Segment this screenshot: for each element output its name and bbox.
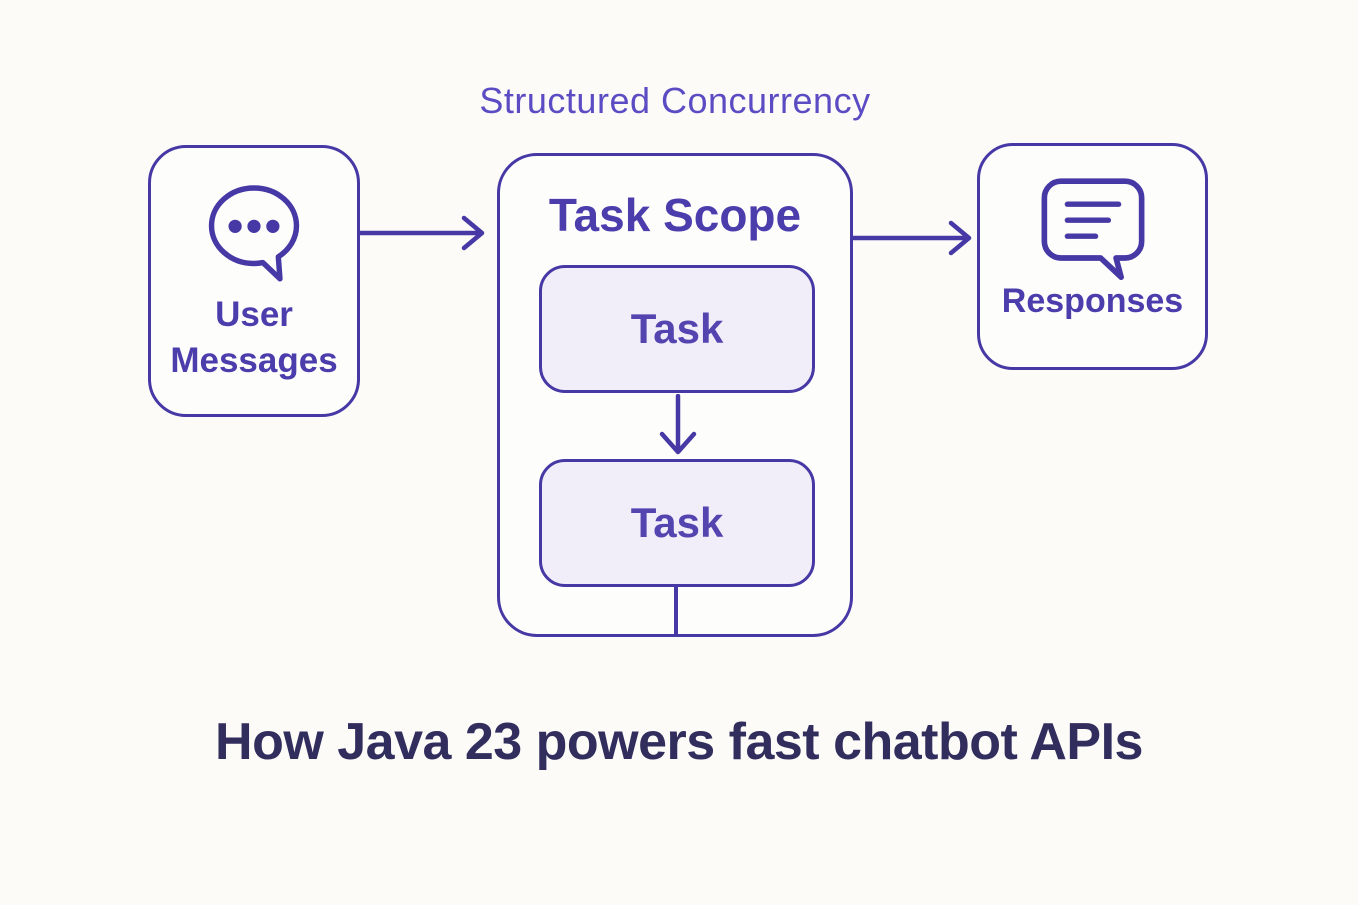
task-scope-node: Task Scope Task Task	[497, 153, 853, 637]
responses-label: Responses	[1001, 282, 1184, 320]
user-messages-node: User Messages	[148, 145, 360, 417]
task-2-label: Task	[630, 498, 724, 546]
caption-title: How Java 23 powers fast chatbot APIs	[215, 713, 1143, 771]
chat-bubble-ellipsis-icon	[195, 176, 313, 292]
task-scope-title: Task Scope	[548, 189, 802, 241]
structured-concurrency-label: Structured Concurrency	[479, 80, 871, 121]
responses-node: Responses	[977, 143, 1208, 370]
user-messages-label-line1: User	[215, 295, 293, 334]
arrow-user-to-scope-icon	[358, 212, 490, 254]
message-lines-icon	[1029, 172, 1157, 280]
user-messages-label-line2: Messages	[170, 341, 338, 380]
task-1-label: Task	[630, 304, 724, 352]
task-scope-join-line	[674, 584, 678, 636]
arrow-scope-to-responses-icon	[851, 217, 977, 259]
task-node-2: Task	[539, 458, 815, 587]
arrow-task-to-task-icon	[655, 394, 701, 458]
task-node-1: Task	[539, 264, 815, 393]
